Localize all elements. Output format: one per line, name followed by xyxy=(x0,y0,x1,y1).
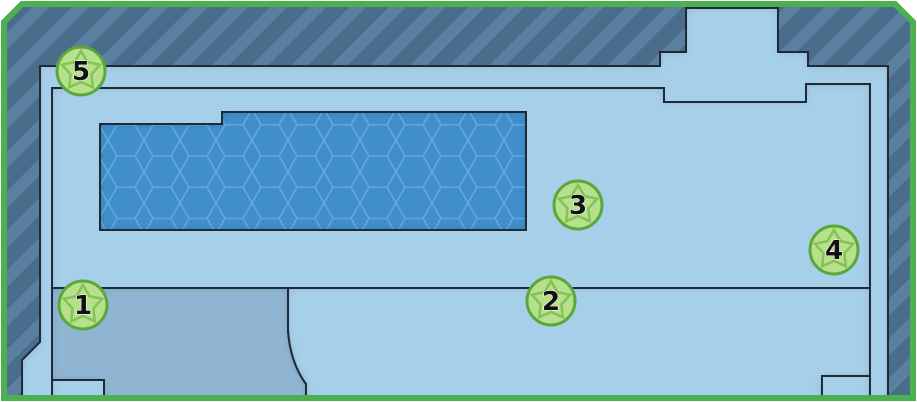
star-icon xyxy=(812,227,856,269)
marker-label: 2 xyxy=(542,287,560,317)
markers-layer: 1 2 3 4 5 xyxy=(55,45,860,331)
map-marker-5[interactable]: 5 xyxy=(55,45,107,97)
water-pool xyxy=(99,111,527,231)
star-icon xyxy=(59,48,103,90)
star-icon xyxy=(529,278,573,320)
marker-label: 5 xyxy=(72,57,90,87)
star-icon xyxy=(556,182,600,224)
marker-label: 4 xyxy=(825,236,843,266)
map-marker-1[interactable]: 1 xyxy=(57,279,109,331)
map-marker-4[interactable]: 4 xyxy=(808,224,860,276)
marker-label: 1 xyxy=(74,291,92,321)
map-marker-3[interactable]: 3 xyxy=(552,179,604,231)
lower-right-room xyxy=(287,287,871,398)
star-icon xyxy=(61,282,105,324)
map-marker-2[interactable]: 2 xyxy=(525,275,577,327)
marker-label: 3 xyxy=(569,191,587,221)
